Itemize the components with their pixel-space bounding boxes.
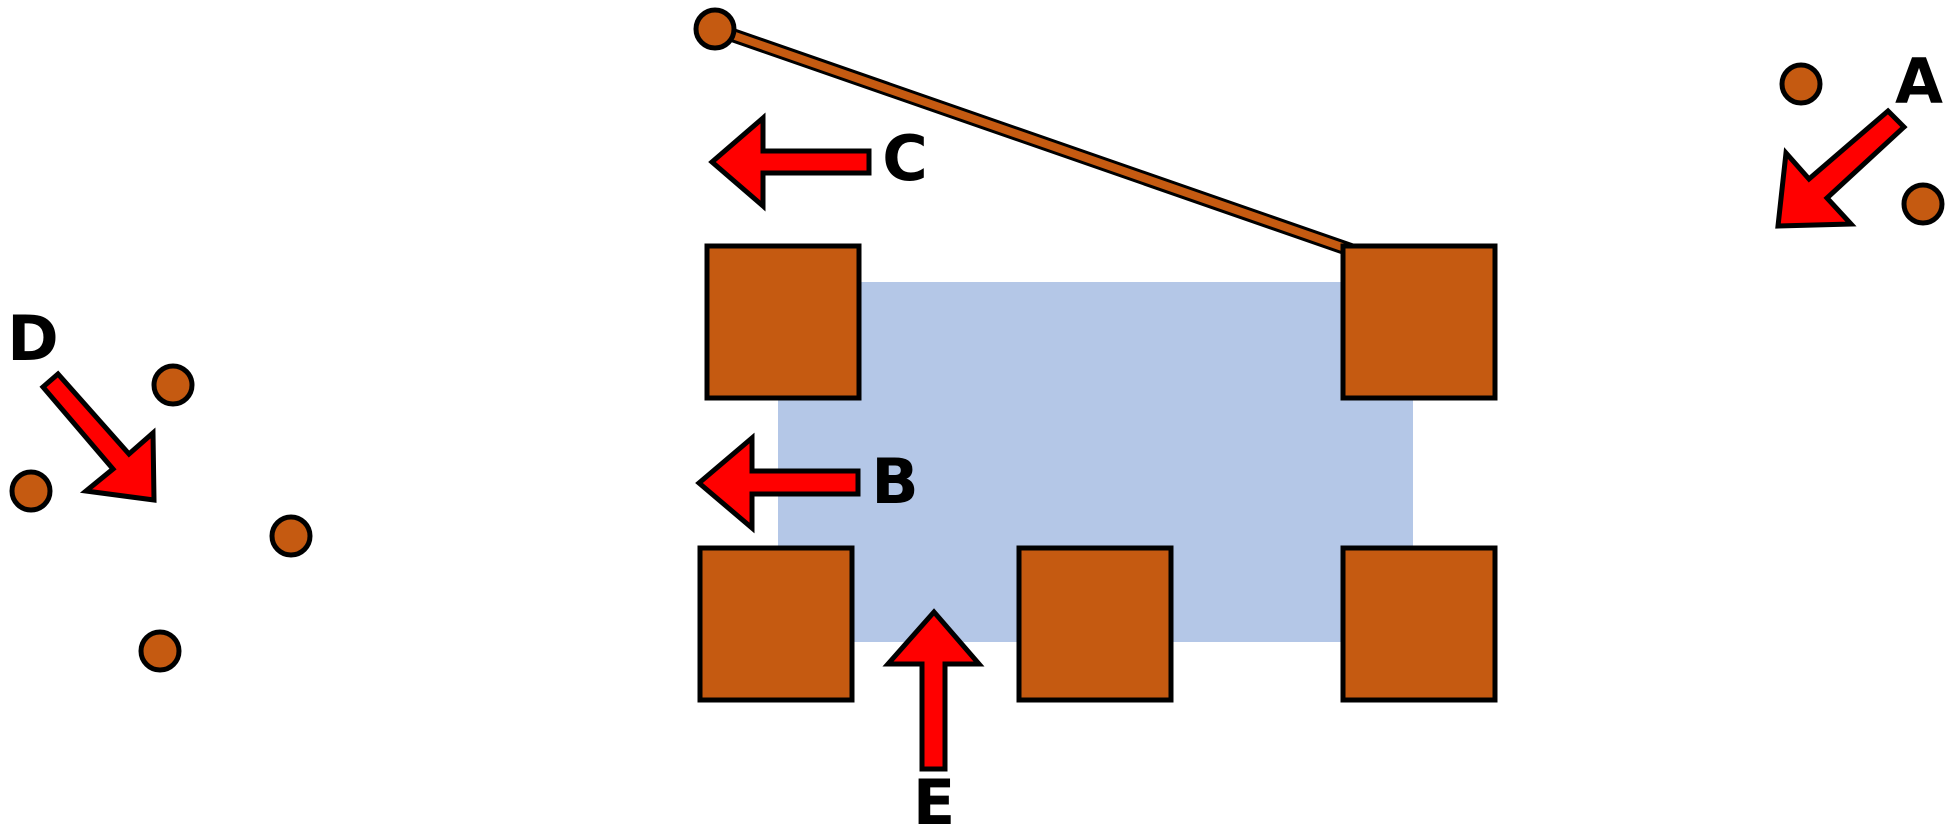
- label-b: B: [871, 445, 918, 518]
- ball-left-1: [151, 363, 195, 407]
- block-bottom-right: [1340, 545, 1498, 703]
- block-bottom-middle: [1016, 545, 1174, 703]
- arrow-b: [695, 432, 861, 534]
- bar-anchor-ball: [693, 7, 737, 51]
- ball-right-1: [1779, 62, 1823, 106]
- ball-left-3: [269, 514, 313, 558]
- block-bottom-left: [697, 545, 855, 703]
- arrow-d: [39, 370, 157, 503]
- label-a: A: [1895, 45, 1943, 118]
- ball-left-4: [138, 629, 182, 673]
- arrow-c: [708, 112, 872, 212]
- ball-right-2: [1901, 182, 1945, 226]
- label-d: D: [7, 302, 58, 375]
- block-top-right: [1340, 243, 1498, 401]
- label-c: C: [882, 122, 928, 195]
- block-top-left: [704, 243, 862, 401]
- arrow-e: [882, 608, 985, 772]
- arrow-a: [1775, 107, 1908, 229]
- ball-left-2: [9, 469, 53, 513]
- diagonal-bar: [711, 25, 1372, 260]
- label-e: E: [913, 766, 955, 833]
